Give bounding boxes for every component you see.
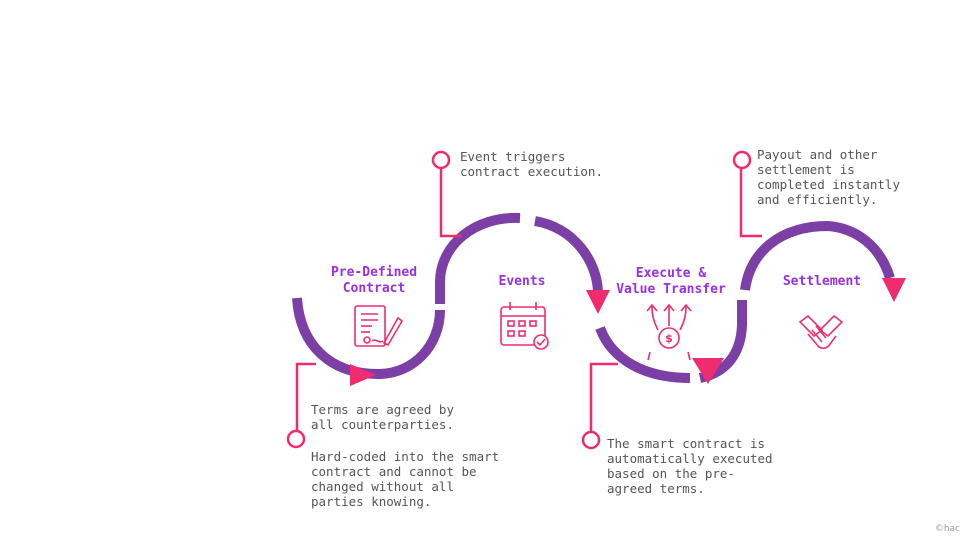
leader-line-execute [589,362,618,432]
path-segment-4 [595,326,691,383]
arrow-down-left [692,358,724,384]
note-terms-agreed: Terms are agreed by all counterparties. [311,402,454,432]
stage-title-events: Events [498,274,546,289]
marker-execute [581,430,601,450]
value-transfer-icon: $ [646,303,692,361]
arrow-down [586,290,610,314]
stage-title-execute-value-transfer: Execute & Value Transfer [616,266,726,297]
flow-arrows [350,278,906,386]
arrow-right [350,364,376,386]
path-segment-3 [533,216,603,293]
contract-icon [354,305,404,347]
note-event-triggers: Event triggers contract execution. [460,149,603,179]
path-segment-6 [740,220,895,291]
svg-text:$: $ [665,332,673,345]
leader-lines [295,168,762,432]
handshake-icon [798,314,844,349]
path-segment-2 [435,212,521,304]
calendar-icon [500,302,549,350]
watermark: ©hac [934,524,960,534]
marker-contract [286,429,306,449]
note-smart-contract-executed: The smart contract is automatically exec… [607,436,773,496]
leader-line-settlement [739,168,762,238]
note-hard-coded: Hard-coded into the smart contract and c… [311,449,500,509]
note-payout-settlement: Payout and other settlement is completed… [757,147,900,207]
leader-markers [286,150,752,450]
stage-title-settlement: Settlement [782,274,862,289]
stage-title-pre-defined-contract: Pre-Defined Contract [330,265,418,296]
leader-line-events [439,168,462,238]
leader-line-contract [295,362,316,430]
path-segment-1 [292,297,445,380]
marker-settlement [732,150,752,170]
marker-events [431,150,451,170]
arrow-down [882,278,906,302]
